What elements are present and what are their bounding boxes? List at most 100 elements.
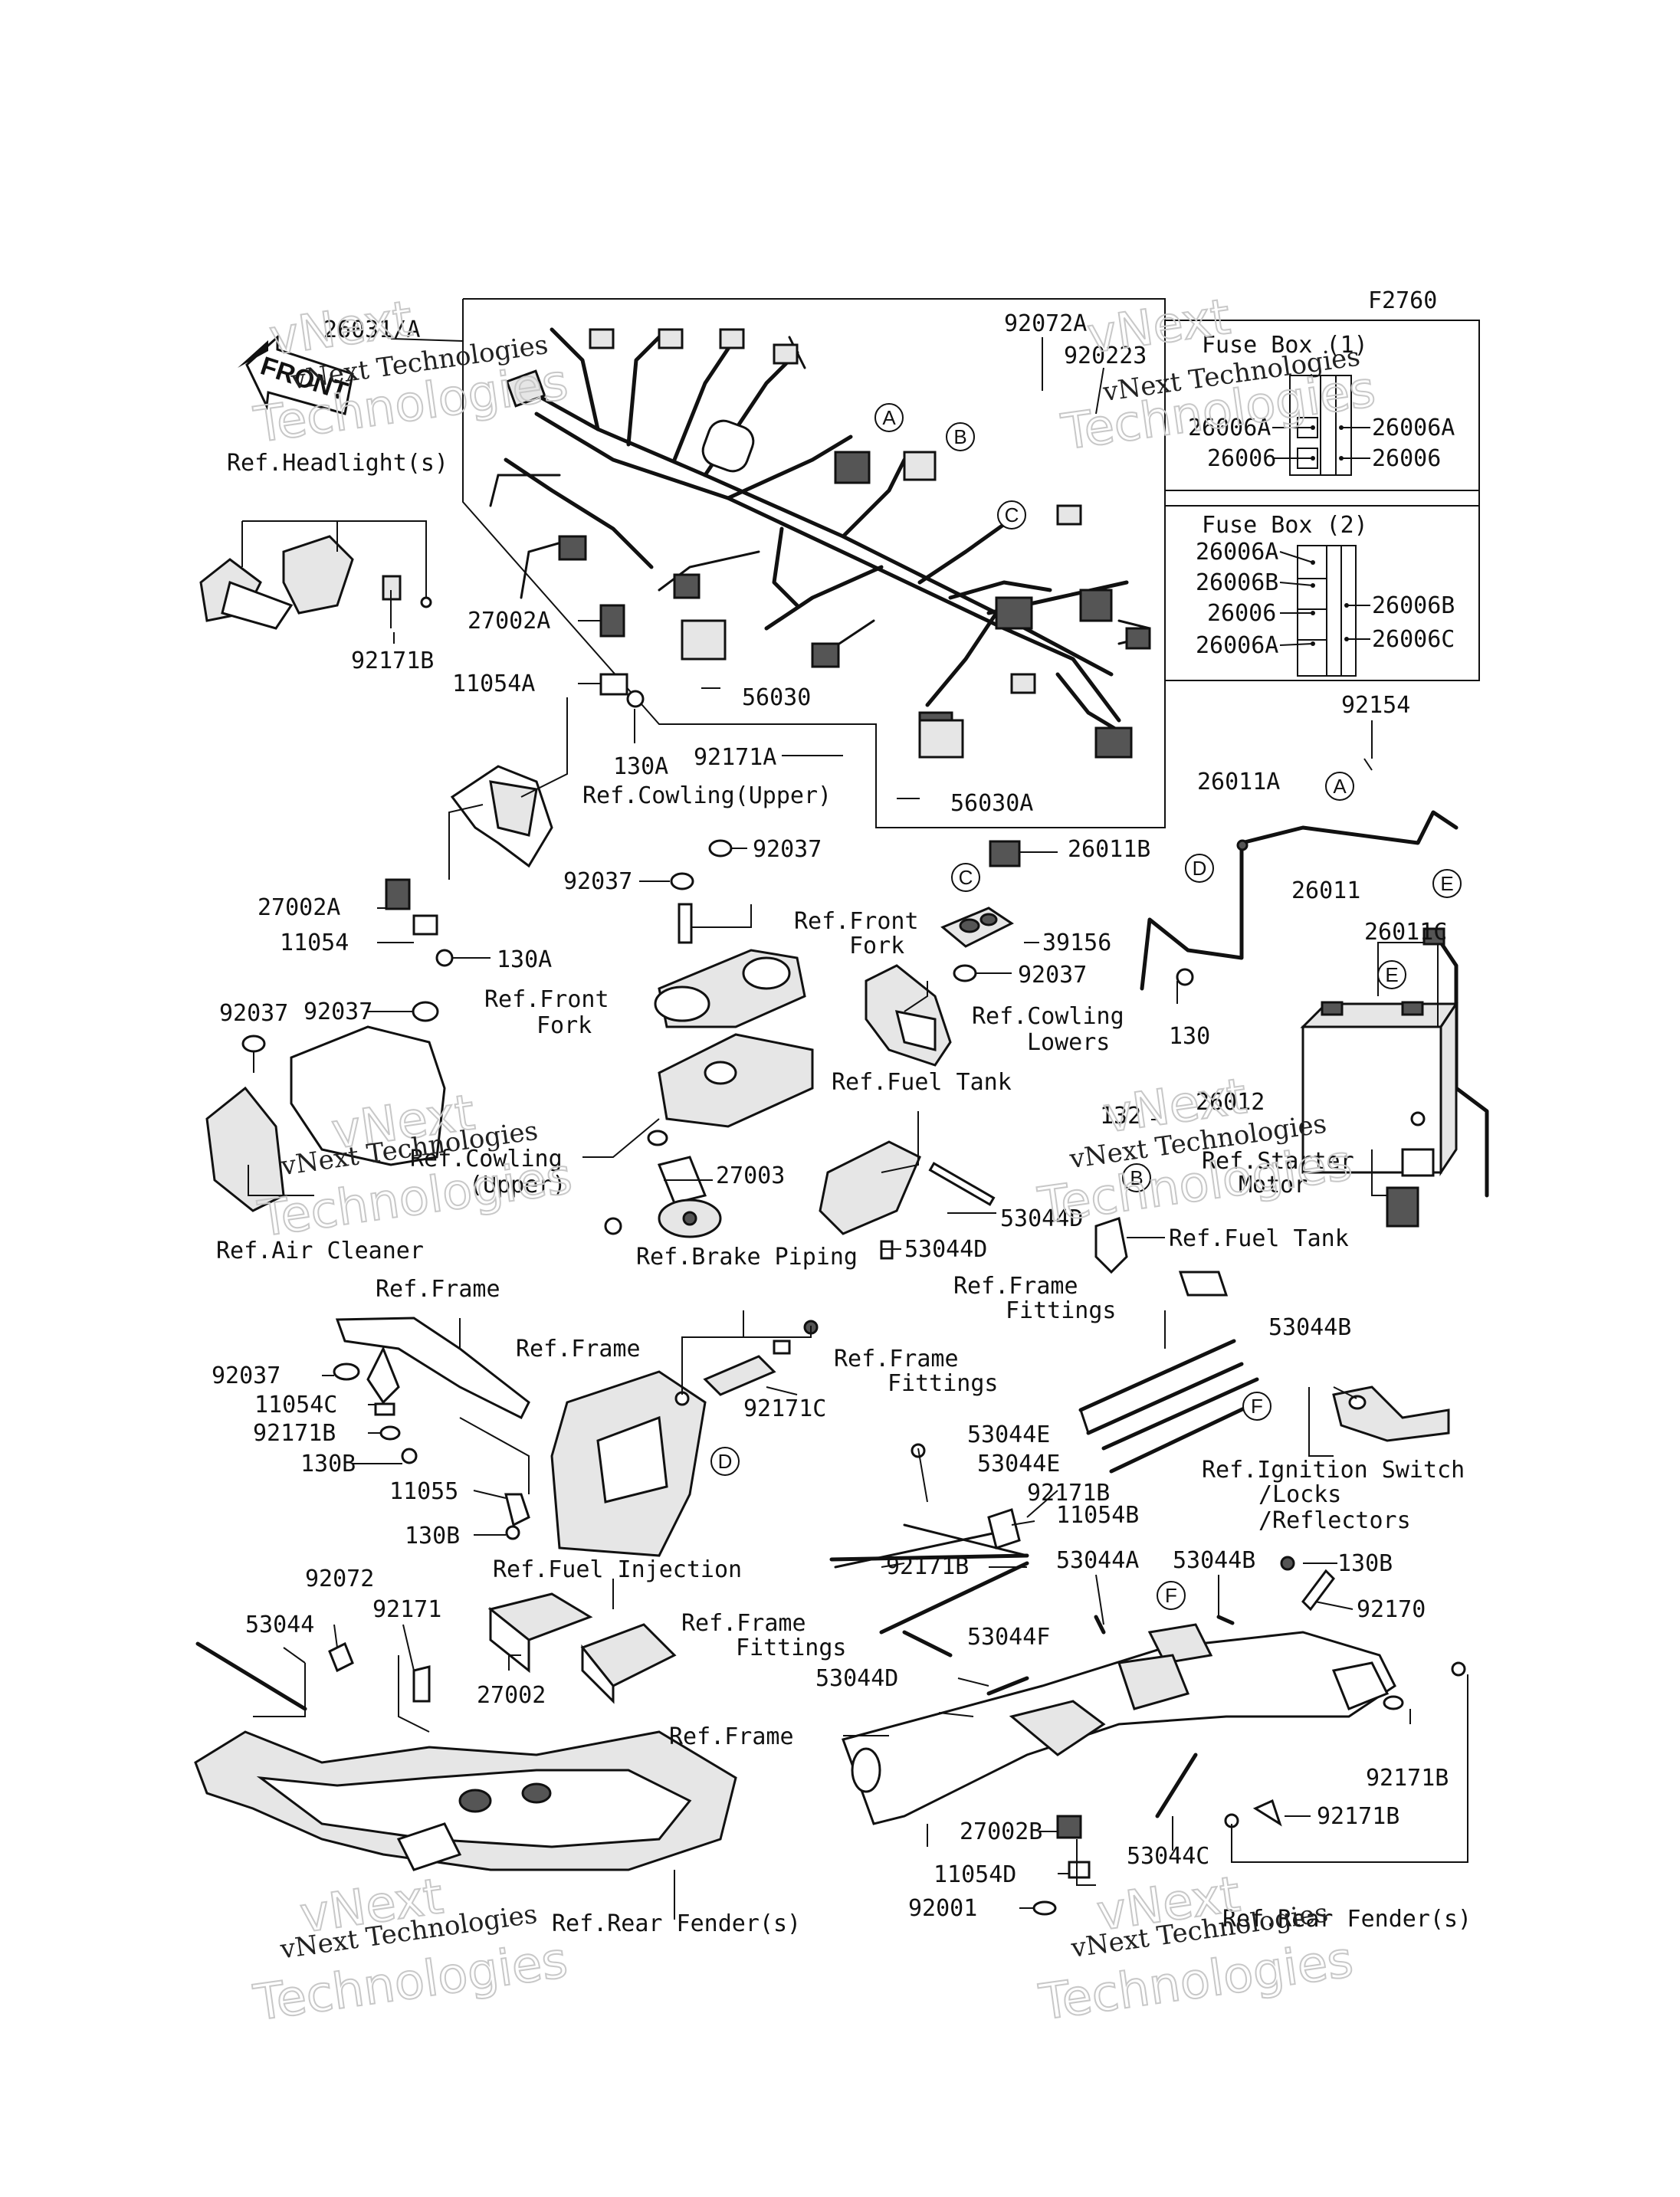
fuse-box-1-right-0: 26006A [1372, 415, 1455, 441]
watermark-bottom-right: vNext vNext Technologies Technologies [1035, 1865, 1357, 2032]
label-53044e-a: 53044E [967, 1421, 1050, 1448]
label-53044d-a: 53044D [1000, 1205, 1083, 1232]
label-92001: 92001 [908, 1895, 977, 1922]
connector-d-lower-label: D [718, 1450, 733, 1473]
connector-c-relay-label: C [959, 866, 973, 889]
diagram-code: F2760 [1368, 287, 1437, 314]
connector-e-cable-label: E [1440, 872, 1453, 895]
part-labels: 26031/A 92072A 920223 Ref.Headlight(s) 9… [212, 310, 1472, 1937]
label-130b-a: 130B [300, 1451, 356, 1477]
fuse-box-2-icon [1297, 545, 1357, 677]
label-ref-rear-fender-2: Ref.Rear Fender(s) [1222, 1906, 1472, 1933]
label-ref-frame-2: Ref.Frame [516, 1336, 641, 1362]
label-27002b: 27002B [960, 1818, 1042, 1845]
label-ref-ignition-1: Ref.Ignition Switch [1202, 1457, 1465, 1484]
label-92171c: 92171C [743, 1395, 826, 1422]
label-132: 132 [1100, 1103, 1141, 1130]
connector-f-rail-label: F [1251, 1395, 1263, 1418]
air-cleaner-cover [205, 1001, 446, 1212]
label-53044d-c: 53044D [815, 1665, 898, 1692]
connector-a-label: A [882, 406, 896, 429]
fuse-box-2-left-3: 26006A [1196, 632, 1278, 659]
connector-f-frame-label: F [1165, 1584, 1177, 1607]
ignition-switch-bracket [1332, 1385, 1450, 1442]
label-27003: 27003 [716, 1162, 785, 1189]
connector-d-cable-label: D [1193, 857, 1207, 880]
clip-92037-group [604, 839, 977, 1235]
label-ref-headlight: Ref.Headlight(s) [227, 450, 448, 477]
label-ref-front-fork-2b: Fork [536, 1012, 592, 1039]
battery-26012 [1300, 1000, 1459, 1176]
label-ref-frame-fittings-3b: Fittings [736, 1635, 847, 1661]
label-26011a: 26011A [1197, 769, 1280, 795]
label-92037-c: 92037 [219, 1000, 288, 1027]
label-ref-frame-1: Ref.Frame [376, 1276, 500, 1303]
fuse-box-2-left-0: 26006A [1196, 539, 1278, 566]
relay-26011b-icon [989, 840, 1021, 867]
fuse-box-1-icon [1289, 375, 1352, 476]
label-92037-a: 92037 [753, 836, 822, 863]
label-92171: 92171 [372, 1596, 441, 1623]
label-92037-d: 92037 [304, 998, 372, 1025]
label-ref-brake-piping: Ref.Brake Piping [636, 1244, 858, 1271]
label-92170: 92170 [1357, 1596, 1426, 1623]
label-130b-c: 130B [1337, 1550, 1393, 1577]
label-ref-cowling-upper-1: Ref.Cowling(Upper) [582, 782, 832, 809]
fuel-injection-bracket [550, 1370, 707, 1557]
label-130a-a: 130A [613, 753, 668, 780]
fuse-box-1-left-1: 26006 [1207, 445, 1276, 472]
label-ref-fuel-tank-1: Ref.Fuel Tank [832, 1069, 1012, 1096]
horn-27003 [657, 1156, 722, 1238]
label-92154: 92154 [1341, 692, 1410, 719]
label-ref-rear-fender-1: Ref.Rear Fender(s) [552, 1910, 801, 1937]
clamp-39156-icon [940, 907, 1014, 948]
fuel-tank-bracket [819, 1140, 996, 1260]
cowling-upper-bracket [385, 604, 645, 967]
label-27002a-b: 27002A [258, 894, 340, 921]
label-ref-air-cleaner: Ref.Air Cleaner [216, 1238, 424, 1264]
label-ref-cowling-upper-2b: (Upper) [469, 1172, 566, 1199]
label-53044c: 53044C [1127, 1843, 1209, 1870]
label-ref-starter-1: Ref.Starter [1202, 1148, 1354, 1175]
label-130: 130 [1169, 1023, 1210, 1050]
label-26012: 26012 [1196, 1089, 1265, 1116]
label-53044a: 53044A [1056, 1547, 1139, 1574]
label-53044b-a: 53044B [1268, 1314, 1351, 1341]
label-92171b-b: 92171B [253, 1420, 336, 1447]
label-92171b-f: 92171B [1317, 1803, 1399, 1830]
fuse-box-2-left-1: 26006B [1196, 569, 1278, 596]
label-92171b-d: 92171B [886, 1553, 969, 1580]
label-92171b-e: 92171B [1366, 1765, 1449, 1792]
label-53044d-b: 53044D [904, 1236, 987, 1263]
connector-b-label: B [953, 425, 966, 448]
front-fork-bracket [654, 949, 814, 1128]
label-ref-frame-fittings-1a: Ref.Frame [953, 1273, 1078, 1300]
small-fasteners [911, 1443, 1335, 1916]
label-ref-cowling-upper-2a: Ref.Cowling [410, 1146, 563, 1172]
label-26011: 26011 [1291, 877, 1360, 904]
label-11054d: 11054D [934, 1861, 1016, 1888]
fuse-box-1-title: Fuse Box (1) [1202, 332, 1368, 359]
label-92171b-c: 92171B [1027, 1480, 1110, 1507]
label-27002a-a: 27002A [468, 608, 550, 635]
label-11054c: 11054C [254, 1392, 337, 1418]
cowling-lowers-bracket [865, 964, 952, 1067]
label-ref-starter-2: Motor [1239, 1172, 1308, 1199]
label-27002: 27002 [477, 1682, 546, 1709]
label-92037-f: 92037 [212, 1362, 281, 1389]
label-ref-front-fork-1b: Fork [849, 933, 904, 959]
label-53044b-b: 53044B [1173, 1547, 1255, 1574]
label-ref-ignition-2: /Locks [1258, 1481, 1341, 1508]
brake-piping-clamps [674, 1320, 819, 1406]
label-11054b: 11054B [1056, 1502, 1139, 1529]
fuse-box-2-title: Fuse Box (2) [1202, 512, 1368, 539]
label-ref-frame-fittings-2a: Ref.Frame [834, 1346, 959, 1372]
main-wiring-harness [489, 327, 1151, 759]
fuse-box-1-right-1: 26006 [1372, 445, 1441, 472]
label-130a-b: 130A [497, 946, 552, 973]
label-920223: 920223 [1064, 343, 1147, 369]
label-39156: 39156 [1042, 930, 1111, 956]
label-ref-frame-3: Ref.Frame [669, 1723, 794, 1750]
label-ref-ignition-3: /Reflectors [1258, 1507, 1411, 1534]
